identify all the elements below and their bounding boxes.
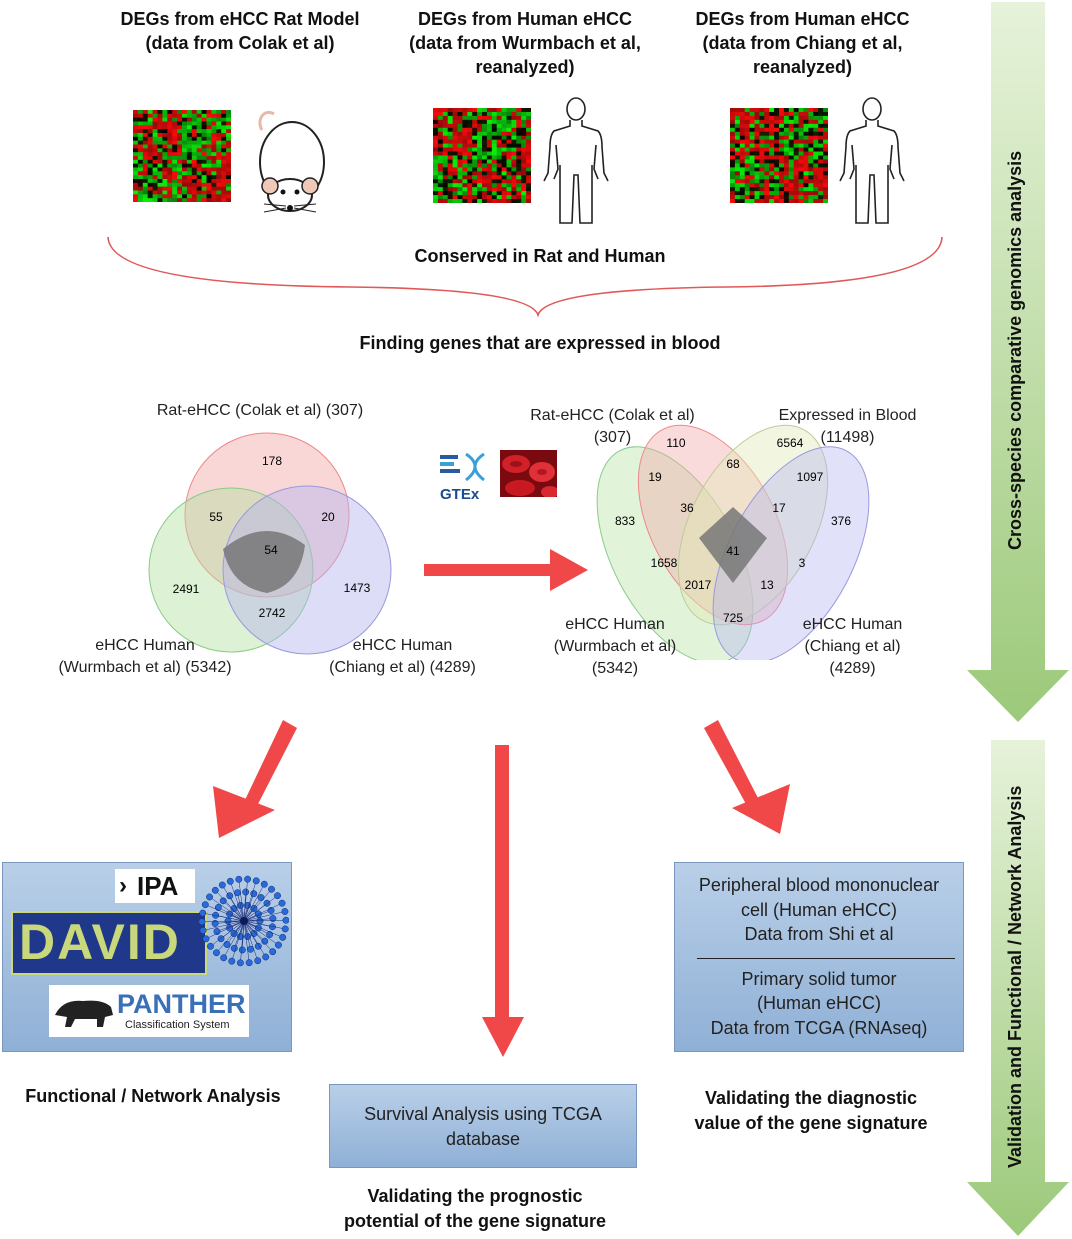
gtex-logo: GTEx	[438, 452, 494, 503]
panther-logo-subtitle: Classification System	[125, 1019, 230, 1031]
venn4-region-count: 6564	[777, 436, 804, 450]
rat-icon	[258, 111, 325, 213]
venn3-wurm-only: 2491	[173, 582, 200, 596]
panther-icon	[55, 1000, 113, 1027]
diagnostic-line-2: cell (Human eHCC)	[740, 899, 898, 920]
venn4-region-count: 1097	[797, 470, 824, 484]
venn4-label-blood: Expressed in Blood (11498)	[778, 407, 917, 446]
venn4-region-count: 725	[723, 611, 743, 625]
venn3-rat-wurm: 55	[209, 510, 223, 524]
diagnostic-line-1: Peripheral blood mononuclear	[698, 875, 940, 895]
side-label-top: Cross-species comparative genomics analy…	[1005, 150, 1025, 550]
diagnostic-line-6: Data from TCGA (RNAseq)	[710, 1017, 928, 1038]
arrow-down-center	[482, 745, 524, 1057]
diagnostic-divider	[697, 957, 955, 959]
venn4-region-count: 41	[726, 544, 740, 558]
venn4-region-count: 68	[726, 457, 740, 471]
diagnostic-line-5: (Human eHCC)	[756, 993, 882, 1013]
source-title-wurmbach: DEGs from Human eHCC (data from Wurmbach…	[409, 9, 641, 77]
curly-brace	[107, 236, 943, 318]
ipa-logo: › IPA	[115, 869, 195, 903]
conserved-label: Conserved in Rat and Human	[414, 246, 666, 266]
venn4-region-count: 17	[772, 501, 786, 515]
green-arrow-bottom	[967, 740, 1069, 1236]
diagnostic-data-box: Peripheral blood mononuclear cell (Human…	[674, 862, 964, 1052]
panther-logo: PANTHER Classification System	[49, 985, 249, 1037]
venn4-region-count: 2017	[685, 578, 712, 592]
diagnostic-line-3: Data from Shi et al	[744, 924, 894, 944]
human-icon	[543, 97, 609, 224]
venn4-region-count: 1658	[651, 556, 678, 570]
venn3-label-chiang: eHCC Human (Chiang et al) (4289)	[329, 637, 476, 676]
arrow-right	[424, 549, 588, 591]
ipa-logo-text: IPA	[137, 871, 179, 901]
green-arrow-top	[967, 2, 1069, 722]
venn-diagram-4: 110 6564 68 19 1097 36 17 833 376 41 1658 3 2017 13 72…	[596, 424, 870, 660]
venn4-region-count: 110	[666, 436, 685, 450]
david-logo: DAVID	[11, 911, 207, 975]
heatmap-rat	[133, 110, 231, 202]
venn3-all: 54	[264, 543, 278, 557]
human-icon	[839, 97, 905, 224]
diagnostic-caption: Validating the diagnostic value of the g…	[694, 1088, 928, 1133]
venn4-region-count: 3	[799, 556, 806, 570]
arrow-down-left	[213, 720, 297, 838]
venn4-region-count: 36	[680, 501, 694, 515]
blood-expression-label: Finding genes that are expressed in bloo…	[359, 333, 721, 353]
heatmap-wurmbach	[433, 108, 531, 203]
heatmap-chiang	[730, 108, 828, 203]
source-title-chiang: DEGs from Human eHCC (data from Chiang e…	[695, 9, 910, 77]
venn4-label-chiang: eHCC Human (Chiang et al) (4289)	[802, 616, 903, 677]
functional-tools-box: › IPA DAVID PANTHER Classification Syste…	[2, 862, 292, 1052]
source-title-rat: DEGs from eHCC Rat Model (data from Cola…	[120, 9, 360, 53]
venn3-label-wurmbach: eHCC Human (Wurmbach et al) (5342)	[58, 637, 232, 676]
survival-line-1: Survival Analysis using TCGA	[364, 1104, 602, 1124]
survival-line-2: database	[445, 1128, 521, 1149]
venn3-wurm-chiang: 2742	[259, 606, 286, 620]
venn3-rat-chiang: 20	[321, 510, 335, 524]
venn3-chiang-only: 1473	[344, 581, 371, 595]
survival-analysis-box: Survival Analysis using TCGA database	[329, 1084, 637, 1168]
blood-cells-image	[500, 450, 557, 497]
venn4-region-count: 833	[615, 514, 635, 528]
ipa-chevron-icon: ›	[119, 872, 127, 899]
venn4-label-rat: Rat-eHCC (Colak et al) (307)	[530, 407, 695, 446]
diagnostic-line-4: Primary solid tumor	[741, 968, 897, 989]
functional-caption: Functional / Network Analysis	[25, 1086, 281, 1106]
venn4-region-count: 19	[648, 470, 662, 484]
venn3-rat-only: 178	[262, 454, 282, 468]
side-label-bottom: Validation and Functional / Network Anal…	[1005, 785, 1025, 1169]
venn4-label-wurmbach: eHCC Human (Wurmbach et al) (5342)	[553, 616, 677, 677]
venn4-region-count: 13	[760, 578, 774, 592]
arrow-down-right	[704, 720, 790, 834]
venn3-label-rat: Rat-eHCC (Colak et al) (307)	[156, 402, 364, 419]
venn4-region-count: 376	[831, 514, 851, 528]
prognostic-caption: Validating the prognostic potential of t…	[343, 1186, 607, 1231]
network-graph-icon	[199, 875, 289, 967]
panther-logo-text: PANTHER	[117, 989, 246, 1019]
venn-diagram-3: 178 55 20 54 2491 1473 2742	[148, 432, 392, 655]
david-logo-text: DAVID	[19, 914, 181, 970]
gtex-logo-text: GTEx	[440, 486, 480, 503]
